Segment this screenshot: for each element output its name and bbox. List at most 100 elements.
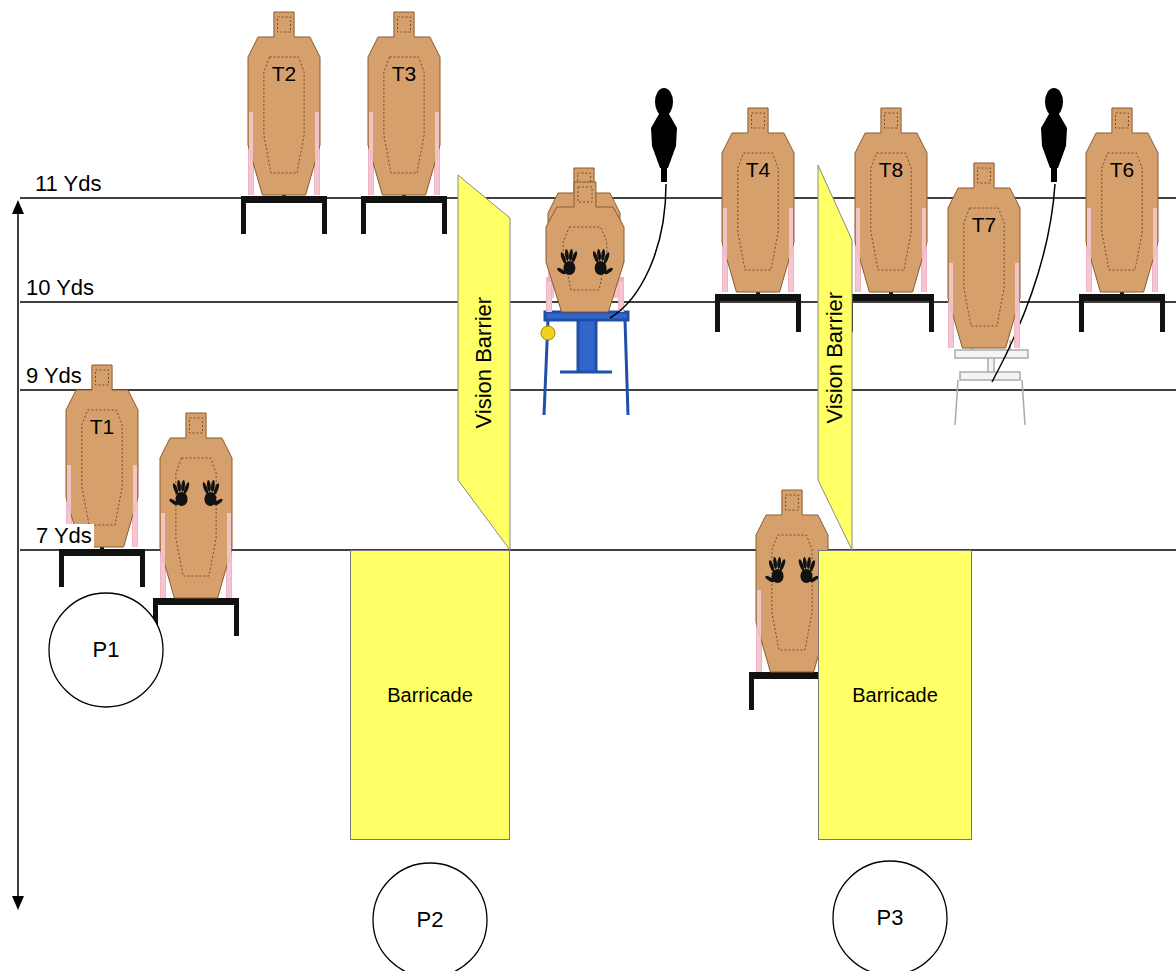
yard-distance: 9 Yds — [24, 364, 84, 388]
no-shoot-target — [546, 182, 624, 312]
target: T8 — [855, 108, 927, 294]
stand-upright — [757, 590, 761, 672]
target: T7 — [948, 163, 1020, 350]
target-body — [1086, 108, 1158, 292]
barricade: Barricade — [818, 550, 972, 840]
target-label: T7 — [972, 213, 997, 237]
scoring-zone — [384, 17, 424, 173]
stand-upright — [161, 513, 165, 598]
target-label: T3 — [392, 62, 417, 86]
target-body — [368, 12, 440, 195]
target: T3 — [368, 12, 440, 197]
shooting-position-label: P1 — [93, 637, 120, 662]
barricade-label: Barricade — [387, 684, 473, 707]
swinger-stand — [541, 312, 628, 415]
scoring-zone — [772, 495, 812, 650]
yard-distance: 11 Yds — [33, 172, 103, 196]
no-shoot-hand — [764, 557, 786, 583]
target-shape — [722, 108, 794, 294]
target-stand — [848, 290, 934, 332]
target-label: T2 — [272, 62, 297, 86]
white-stand — [955, 340, 1028, 425]
vision-barrier-label: Vision Barrier — [822, 292, 847, 424]
scoring-zone — [82, 370, 122, 525]
stand-upright — [1153, 208, 1157, 292]
shooting-position: P2 — [372, 862, 488, 971]
stand-upright — [435, 112, 439, 195]
target: T4 — [722, 108, 794, 294]
no-shoot-hand — [202, 480, 224, 506]
vision-barrier: Vision Barrier — [818, 165, 852, 550]
target-shape — [855, 108, 927, 294]
no-shoot-hand — [592, 249, 614, 275]
stand-upright — [547, 282, 551, 312]
steel-popper — [1041, 88, 1067, 182]
target-label: T4 — [746, 158, 771, 182]
shooting-position-label: P3 — [877, 905, 904, 930]
target-stand — [153, 594, 239, 636]
target-label: T1 — [90, 415, 115, 439]
stand-upright — [315, 112, 319, 195]
activation-cable — [610, 184, 666, 318]
target: T1 — [66, 365, 138, 549]
scoring-zone — [871, 113, 911, 270]
target-stand — [715, 290, 801, 332]
scoring-zone — [264, 17, 304, 173]
stand-upright — [856, 208, 860, 292]
distance-arrow — [12, 200, 24, 910]
vision-barrier: Vision Barrier — [458, 175, 510, 550]
vision-barrier-label: Vision Barrier — [471, 297, 496, 429]
scoring-zone — [964, 168, 1004, 326]
no-shoot-hand — [798, 557, 820, 583]
target-label: T6 — [1110, 158, 1135, 182]
target-body — [66, 365, 138, 547]
stand-upright — [1087, 208, 1091, 292]
target: T2 — [248, 12, 320, 197]
no-shoot-hand — [168, 480, 190, 506]
stand-upright — [949, 263, 953, 348]
shooting-position-label: P2 — [417, 907, 444, 932]
shooting-position: P3 — [832, 860, 948, 971]
steel-popper — [651, 88, 677, 182]
scoring-zone — [1102, 113, 1142, 270]
stand-upright — [618, 277, 624, 312]
stand-upright — [227, 513, 231, 598]
barricade-label: Barricade — [852, 684, 938, 707]
scoring-zone — [176, 418, 216, 576]
stand-upright — [1015, 263, 1019, 348]
yard-distance: 10 Yds — [24, 276, 96, 300]
stand-upright — [546, 277, 552, 312]
yard-distance: 7 Yds — [34, 524, 94, 548]
no-shoot-hand — [556, 249, 578, 275]
target-body — [855, 108, 927, 292]
target-stand — [241, 192, 327, 234]
target-body — [546, 182, 624, 312]
target-shape — [948, 163, 1020, 350]
yard-line — [20, 389, 1176, 390]
target-shape — [66, 365, 138, 549]
stand-upright — [369, 112, 373, 195]
target-label: T8 — [879, 158, 904, 182]
target-body — [160, 413, 232, 598]
target-shape — [368, 12, 440, 197]
target-stand — [361, 192, 447, 234]
target: T6 — [1086, 108, 1158, 294]
scoring-zone — [563, 187, 607, 290]
stand-upright — [922, 208, 926, 292]
shooting-position: P1 — [48, 592, 164, 708]
target-stand — [59, 545, 145, 587]
target-body — [722, 108, 794, 292]
no-shoot-target — [160, 413, 232, 598]
stand-upright — [619, 282, 623, 312]
stand-upright — [249, 112, 253, 195]
stand-upright — [789, 208, 793, 292]
target-stand — [1079, 290, 1165, 332]
target-body — [948, 163, 1020, 348]
stand-upright — [133, 465, 137, 547]
barricade: Barricade — [350, 550, 510, 840]
target-shape — [248, 12, 320, 197]
scoring-zone — [738, 113, 778, 270]
target-body — [248, 12, 320, 195]
